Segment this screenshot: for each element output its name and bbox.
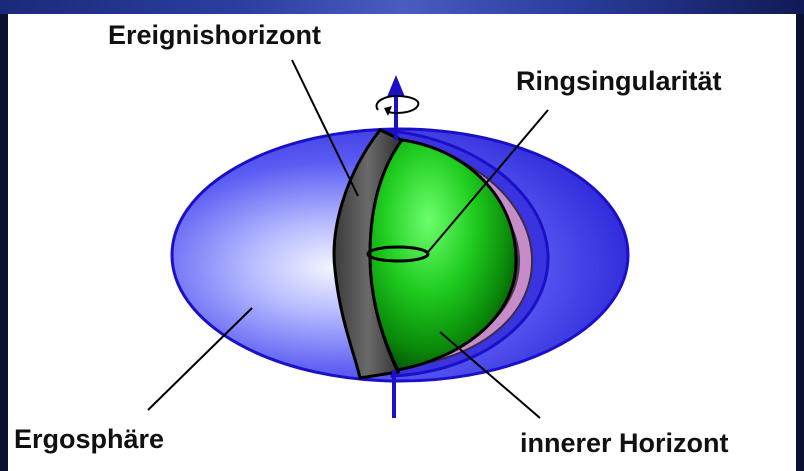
label-ring-singularity: Ringsingularität [516,66,722,96]
label-ergosphere: Ergosphäre [14,424,164,454]
label-inner-horizon: innerer Horizont [520,428,729,458]
right-border [796,14,804,471]
top-band [0,0,804,16]
left-border [0,14,8,471]
label-event-horizon: Ereignishorizont [108,20,321,50]
